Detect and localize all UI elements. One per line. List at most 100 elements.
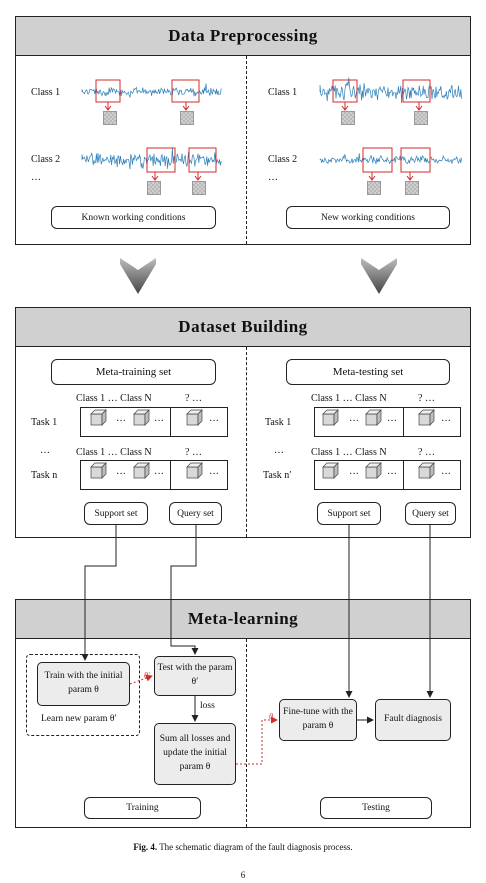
dataset-divider	[246, 347, 247, 537]
task-ellipsis: …	[40, 445, 50, 456]
ellipsis-dots: ···	[349, 416, 359, 427]
sample-cube-icon	[322, 409, 339, 426]
arrow-head	[151, 175, 159, 181]
training-label: Training	[84, 797, 201, 819]
ellipsis-dots: ···	[154, 469, 164, 480]
sample-image	[103, 111, 117, 125]
segment-highlight	[402, 79, 431, 103]
task-ellipsis: …	[274, 445, 284, 456]
query-header: ? …	[418, 447, 435, 458]
sum-losses-box: Sum all losses and update the initial pa…	[154, 723, 236, 785]
sample-cube-icon	[186, 462, 203, 479]
query-header: ? …	[185, 393, 202, 404]
preprocessing-divider	[246, 56, 247, 244]
ellipsis-dots: ···	[209, 416, 219, 427]
ellipsis-dots: ···	[387, 469, 397, 480]
sample-cube-icon	[418, 409, 435, 426]
arrow-head	[368, 175, 376, 181]
train-initial-param-box: Train with the initial param θ	[37, 662, 130, 706]
sample-image	[147, 181, 161, 195]
caption-label: Fig. 4.	[133, 842, 158, 852]
query-header: ? …	[185, 447, 202, 458]
loss-label: loss	[200, 701, 215, 711]
fine-tune-box: Fine-tune with the param θ	[279, 699, 357, 741]
task1-table	[314, 407, 461, 437]
arrow-head	[406, 175, 414, 181]
meta-learning-title: Meta-learning	[16, 600, 470, 639]
arrow-head	[341, 105, 349, 111]
segment-highlight	[400, 147, 431, 173]
test-param-box: Test with the param θ′	[154, 656, 236, 696]
testing-label: Testing	[320, 797, 432, 819]
sample-image	[414, 111, 428, 125]
signal-class2-known	[81, 147, 222, 170]
down-arrow-icon	[361, 258, 397, 294]
taskn-label: Task n	[31, 470, 58, 481]
left-class2-label: Class 2	[31, 154, 61, 165]
signal-class1-new	[319, 77, 462, 104]
ellipsis-dots: ···	[116, 416, 126, 427]
task1-label: Task 1	[31, 417, 58, 428]
sample-cube-icon	[133, 462, 150, 479]
ellipsis-dots: ···	[387, 416, 397, 427]
known-conditions-label: Known working conditions	[51, 206, 216, 229]
ellipsis-dots: ···	[441, 469, 451, 480]
ellipsis-dots: ···	[154, 416, 164, 427]
arrow-head	[194, 175, 202, 181]
down-arrow-icon	[120, 258, 156, 294]
arrow-head	[182, 105, 190, 111]
segment-highlight	[362, 147, 393, 173]
theta-label: θ	[269, 712, 273, 721]
sample-image	[180, 111, 194, 125]
query-header: ? …	[418, 393, 435, 404]
taskn-table	[314, 460, 461, 490]
class-range-header: Class 1 … Class N	[311, 393, 387, 404]
sample-cube-icon	[133, 409, 150, 426]
sample-cube-icon	[365, 409, 382, 426]
right-class1-label: Class 1	[268, 87, 298, 98]
ellipsis-dots: ···	[116, 469, 126, 480]
support-set-left: Support set	[84, 502, 148, 525]
signal-class2-new	[319, 153, 462, 165]
fault-diagnosis-box: Fault diagnosis	[375, 699, 451, 741]
class-range-header: Class 1 … Class N	[76, 393, 152, 404]
right-class2-label: Class 2	[268, 154, 298, 165]
caption-text: The schematic diagram of the fault diagn…	[159, 842, 353, 852]
class-range-header: Class 1 … Class N	[76, 447, 152, 458]
meta-testing-set-label: Meta-testing set	[286, 359, 450, 385]
sample-cube-icon	[90, 462, 107, 479]
data-preprocessing-title: Data Preprocessing	[16, 17, 470, 56]
meta-divider	[246, 639, 247, 827]
ellipsis-dots: ···	[441, 416, 451, 427]
meta-training-set-label: Meta-training set	[51, 359, 216, 385]
new-conditions-label: New working conditions	[286, 206, 450, 229]
support-set-right: Support set	[317, 502, 381, 525]
task1-label: Task 1	[265, 417, 292, 428]
segment-highlight	[146, 147, 176, 173]
taskn-prime-label: Task n′	[263, 470, 292, 481]
sample-cube-icon	[365, 462, 382, 479]
sample-cube-icon	[186, 409, 203, 426]
sample-cube-icon	[90, 409, 107, 426]
left-ellipsis: …	[31, 172, 41, 183]
query-set-right: Query set	[405, 502, 456, 525]
class-range-header: Class 1 … Class N	[311, 447, 387, 458]
ellipsis-dots: ···	[349, 469, 359, 480]
arrow-head	[104, 105, 112, 111]
segment-highlight	[188, 147, 217, 173]
sample-image	[341, 111, 355, 125]
ellipsis-dots: ···	[209, 469, 219, 480]
page-number: 6	[240, 870, 246, 880]
sample-cube-icon	[322, 462, 339, 479]
sample-cube-icon	[418, 462, 435, 479]
figure-caption: Fig. 4. The schematic diagram of the fau…	[0, 842, 486, 852]
sample-image	[405, 181, 419, 195]
sample-image	[192, 181, 206, 195]
arrow-head	[415, 105, 423, 111]
left-class1-label: Class 1	[31, 87, 61, 98]
dataset-building-title: Dataset Building	[16, 308, 470, 347]
